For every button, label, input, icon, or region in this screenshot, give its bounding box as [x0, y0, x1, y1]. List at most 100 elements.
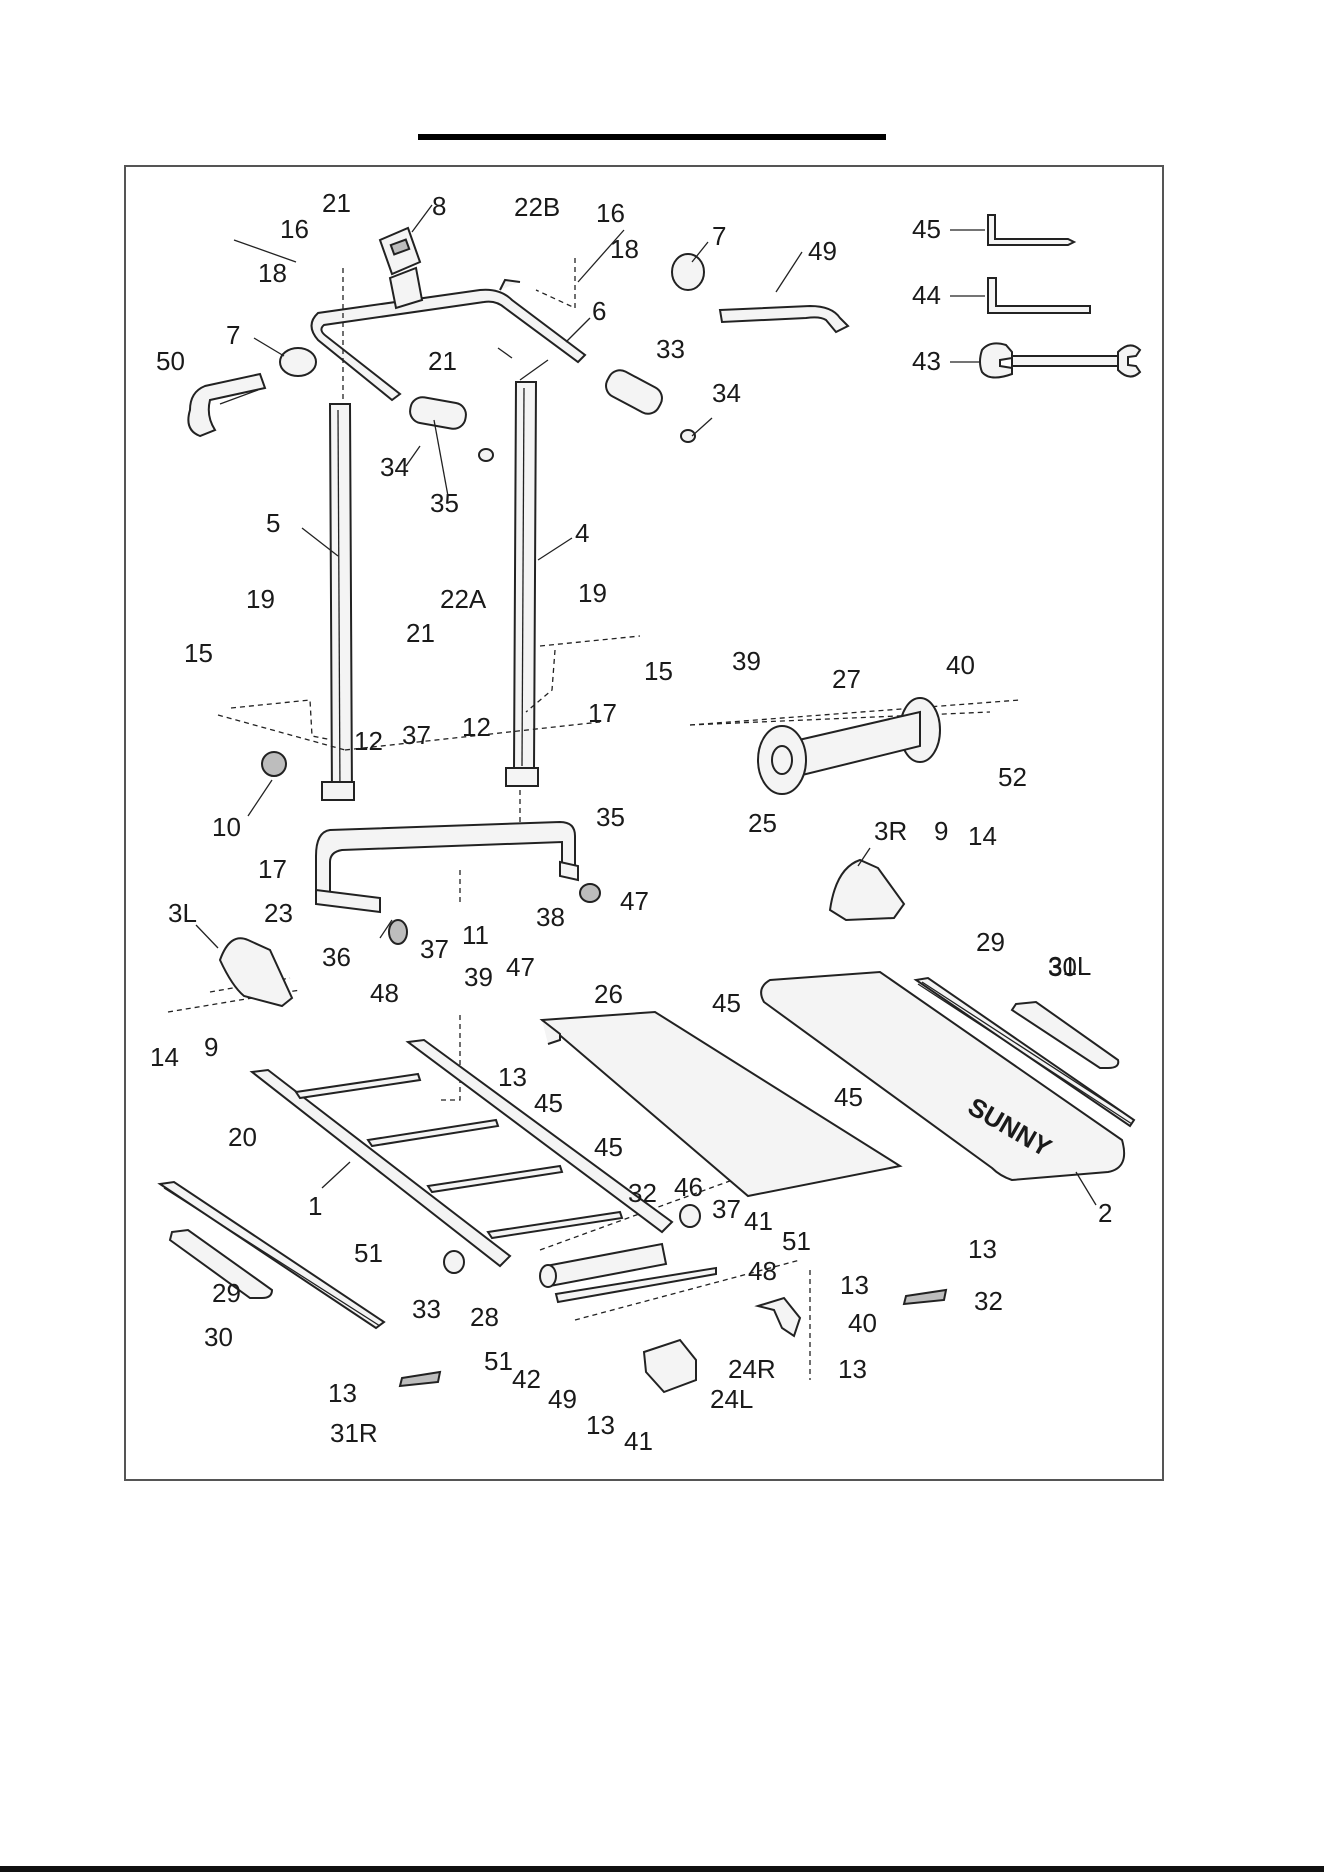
upright-left [322, 404, 354, 800]
hood-right [830, 860, 904, 920]
callout-label: 39 [464, 962, 493, 992]
callout-label: 16 [596, 198, 625, 228]
callout-label: 37 [712, 1194, 741, 1224]
callout-label: 40 [848, 1308, 877, 1338]
callout-label: 10 [212, 812, 241, 842]
callout-label: 7 [226, 320, 240, 350]
console [380, 228, 422, 308]
callout-label: 48 [748, 1256, 777, 1286]
callout-label: 13 [586, 1410, 615, 1440]
callout-label: 45 [594, 1132, 623, 1162]
callout-label: 31R [330, 1418, 378, 1448]
hex-key-short-icon [988, 215, 1074, 245]
callout-label: 13 [498, 1062, 527, 1092]
callout-label: 32 [974, 1286, 1003, 1316]
callout-label: 5 [266, 508, 280, 538]
page-bottom-edge [0, 1866, 1324, 1872]
callout-label: 39 [732, 646, 761, 676]
callout-label: 19 [578, 578, 607, 608]
callout-label: 29 [212, 1278, 241, 1308]
callout-label: 18 [610, 234, 639, 264]
callout-label: 37 [402, 720, 431, 750]
callout-label: 12 [354, 726, 383, 756]
callout-label: 4 [575, 518, 589, 548]
callout-label: 15 [644, 656, 673, 686]
grip-left [188, 348, 467, 436]
callout-label: 23 [264, 898, 293, 928]
callout-label: 33 [656, 334, 685, 364]
callout-label: 21 [322, 188, 351, 218]
callout-label: 49 [548, 1384, 577, 1414]
base-frame [316, 822, 578, 912]
front-roller [540, 1244, 716, 1302]
callout-label: 45 [834, 1082, 863, 1112]
callout-label: 35 [430, 488, 459, 518]
callout-label: 2 [1098, 1198, 1112, 1228]
callout-label: 47 [620, 886, 649, 916]
callout-label: 45 [534, 1088, 563, 1118]
callout-label: 51 [484, 1346, 513, 1376]
callout-label: 1 [308, 1191, 322, 1221]
callout-label: 44 [912, 280, 941, 310]
callout-label: 24L [710, 1384, 753, 1414]
callout-label: 22B [514, 192, 560, 222]
callout-label: 47 [506, 952, 535, 982]
tool-leaders [950, 230, 985, 362]
callout-label: 30 [204, 1322, 233, 1352]
handlebar-frame [312, 280, 586, 400]
callout-label: 15 [184, 638, 213, 668]
callout-label: 16 [280, 214, 309, 244]
callout-label: 40 [946, 650, 975, 680]
callout-label: 46 [674, 1172, 703, 1202]
callout-label: 34 [712, 378, 741, 408]
callout-label: 13 [328, 1378, 357, 1408]
callout-label: 3L [168, 898, 197, 928]
callout-label: 25 [748, 808, 777, 838]
callout-label: 26 [594, 979, 623, 1009]
side-plate-right [1012, 1002, 1118, 1068]
upright-right [506, 382, 538, 786]
callout-label: 36 [322, 942, 351, 972]
callout-label: 29 [976, 927, 1005, 957]
rear-roller [758, 698, 940, 794]
callout-label: 21 [406, 618, 435, 648]
callout-label: 18 [258, 258, 287, 288]
hood-left [220, 938, 292, 1006]
callout-label: 42 [512, 1364, 541, 1394]
callout-label: 27 [832, 664, 861, 694]
callout-label: 50 [156, 346, 185, 376]
bracket-right [758, 1298, 800, 1336]
callout-label: 43 [912, 346, 941, 376]
callout-label: 41 [744, 1206, 773, 1236]
callout-label: 7 [712, 221, 726, 251]
callout-label: 6 [592, 296, 606, 326]
callout-label: 28 [470, 1302, 499, 1332]
callout-label: 22A [440, 584, 487, 614]
callout-label: 14 [968, 821, 997, 851]
callout-label: 49 [808, 236, 837, 266]
hex-key-long-icon [988, 278, 1090, 313]
callout-label: 31L [1048, 951, 1091, 981]
callout-label: 14 [150, 1042, 179, 1072]
callout-label: 41 [624, 1426, 653, 1456]
callout-label: 13 [838, 1354, 867, 1384]
callout-label: 8 [432, 191, 446, 221]
callout-label: 33 [412, 1294, 441, 1324]
open-end-wrench-icon [980, 343, 1140, 377]
callout-label: 13 [968, 1234, 997, 1264]
callout-label: 17 [588, 698, 617, 728]
callout-label: 51 [354, 1238, 383, 1268]
callout-label: 9 [204, 1032, 218, 1062]
callout-label: 17 [258, 854, 287, 884]
callout-label: 12 [462, 712, 491, 742]
callout-label: 19 [246, 584, 275, 614]
callout-label: 35 [596, 802, 625, 832]
callout-label: 3R [874, 816, 907, 846]
callout-label: 9 [934, 816, 948, 846]
callout-label: 51 [782, 1226, 811, 1256]
callout-label: 45 [712, 988, 741, 1018]
callout-label: 13 [840, 1270, 869, 1300]
callout-label: 24R [728, 1354, 776, 1384]
callout-label: 11 [462, 920, 489, 950]
